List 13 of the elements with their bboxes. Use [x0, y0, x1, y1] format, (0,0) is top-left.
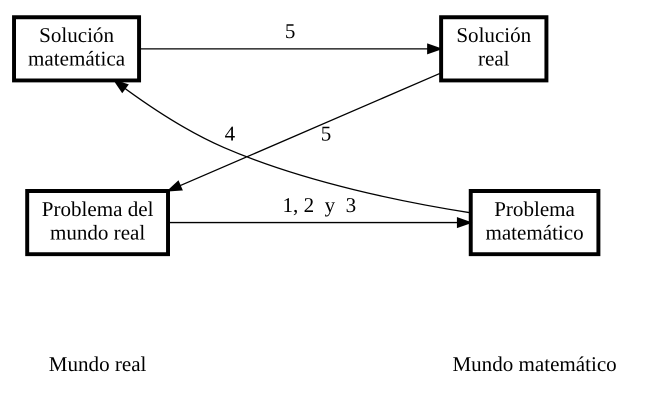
node-box: Solución matemática	[12, 15, 142, 82]
node-box: Solución real	[439, 15, 548, 82]
node-box: Problema del mundo real	[25, 189, 170, 256]
label: Mundo real	[48, 352, 146, 376]
label: Mundo matemático	[452, 352, 617, 376]
arrow	[166, 72, 442, 192]
edge-label: 5	[320, 122, 332, 146]
edge-label: 5	[284, 19, 296, 44]
node-box: Problema matemático	[468, 189, 600, 256]
arrow	[168, 217, 473, 228]
edge-label: 1, 2 y 3	[282, 192, 356, 217]
edge-label: 4	[224, 122, 236, 146]
arrow	[112, 79, 471, 214]
